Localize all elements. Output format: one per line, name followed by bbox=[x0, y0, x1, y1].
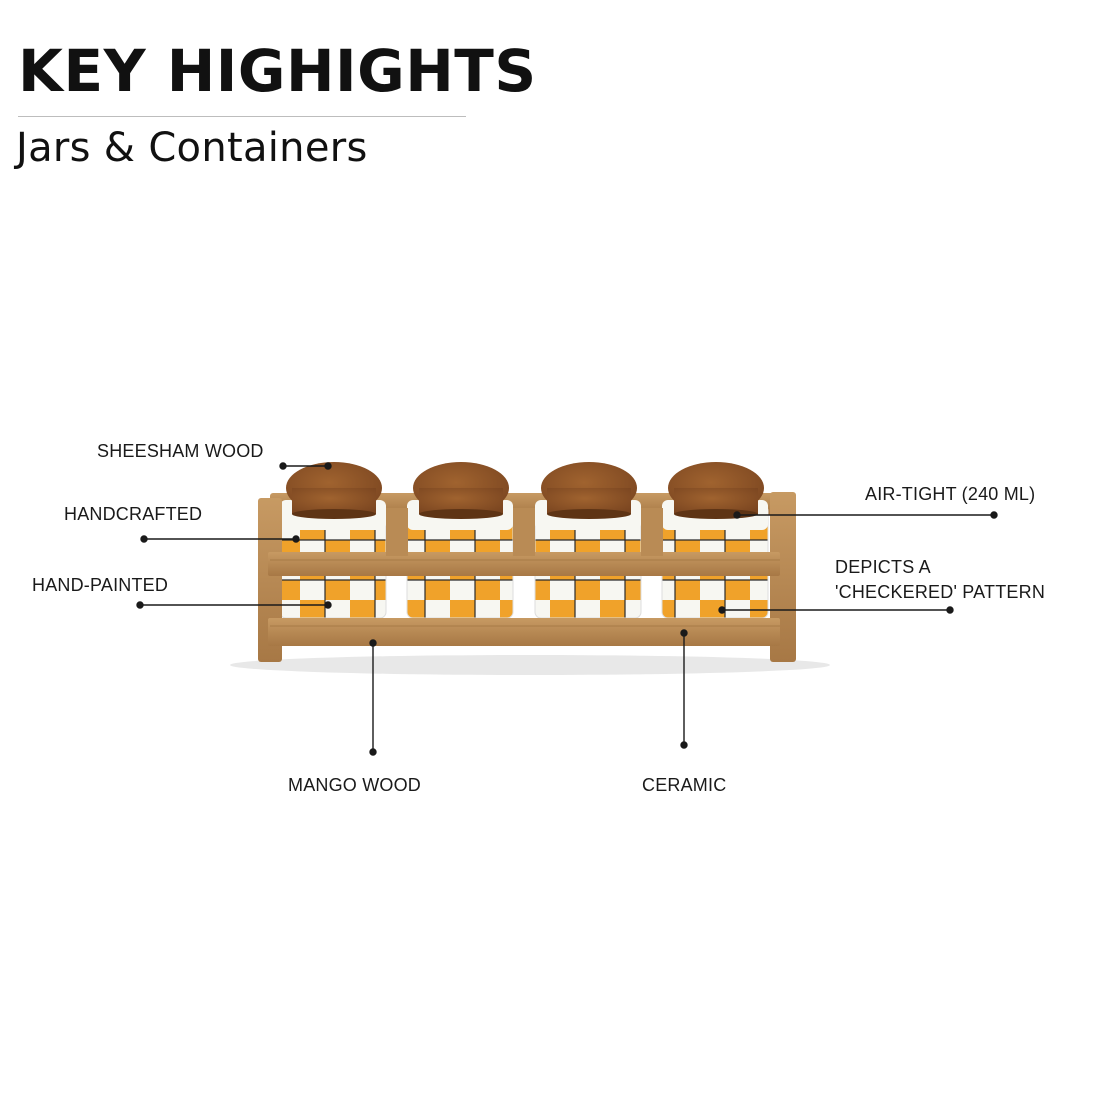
callout-sheesham-wood: SHEESHAM WOOD bbox=[97, 441, 264, 461]
jar-3 bbox=[534, 462, 642, 619]
callout-ceramic: CERAMIC bbox=[642, 775, 727, 795]
divider-1 bbox=[386, 508, 408, 556]
callout-depicts-line2: 'CHECKERED' PATTERN bbox=[835, 582, 1046, 602]
jar-2 bbox=[406, 462, 514, 619]
stand-middle-rail bbox=[268, 552, 780, 576]
callout-handcrafted: HANDCRAFTED bbox=[64, 504, 203, 524]
jar-4 bbox=[661, 462, 769, 619]
stand-shadow bbox=[230, 655, 830, 675]
divider-3 bbox=[641, 508, 663, 556]
leader-lines bbox=[136, 462, 998, 756]
stand-base-rail bbox=[268, 618, 780, 646]
page-subtitle: Jars & Containers bbox=[16, 125, 368, 171]
callout-mango-wood: MANGO WOOD bbox=[288, 775, 421, 795]
callout-depicts-line1: DEPICTS A bbox=[835, 557, 931, 577]
callout-air-tight: AIR-TIGHT (240 ML) bbox=[865, 484, 1036, 504]
callout-hand-painted: HAND-PAINTED bbox=[32, 575, 169, 595]
jar-1 bbox=[279, 462, 387, 619]
divider-2 bbox=[513, 508, 535, 556]
page-title: KEY HIGHIGHTS bbox=[18, 37, 537, 105]
title-divider bbox=[18, 116, 466, 117]
